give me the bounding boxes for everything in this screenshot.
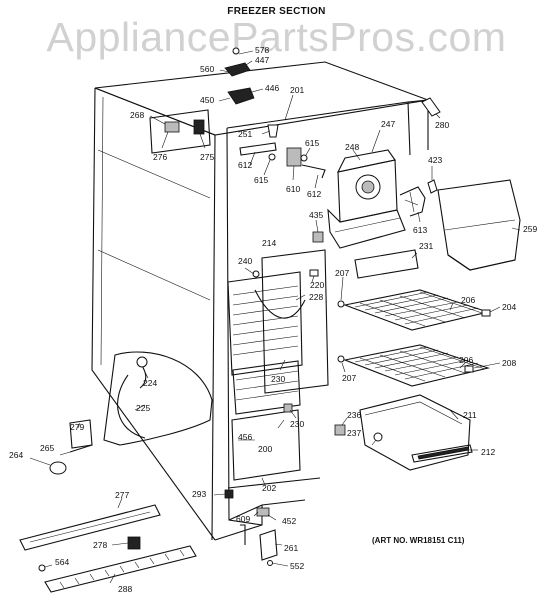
part-label-204: 204	[502, 302, 516, 312]
leveling-parts	[29, 419, 93, 475]
part-label-264: 264	[9, 450, 23, 460]
part-label-207a: 207	[335, 268, 349, 278]
part-label-202: 202	[262, 483, 276, 493]
cabinet-shell	[91, 61, 431, 541]
part-label-224: 224	[143, 378, 157, 388]
part-label-206a: 206	[461, 295, 475, 305]
shelf-lower	[337, 344, 501, 387]
part-label-279: 279	[70, 422, 84, 432]
duct-assembly	[312, 219, 419, 279]
part-label-261: 261	[284, 543, 298, 553]
part-label-277: 277	[115, 490, 129, 500]
lower-frame	[213, 403, 321, 499]
part-label-450: 450	[200, 95, 214, 105]
part-label-456: 456	[238, 432, 252, 442]
evaporator-coil	[227, 249, 329, 415]
part-label-293: 293	[192, 489, 206, 499]
part-label-251: 251	[238, 129, 252, 139]
base-rail	[19, 497, 161, 572]
top-hinge-assembly	[218, 47, 264, 105]
part-label-248: 248	[345, 142, 359, 152]
shelf-upper	[337, 289, 501, 331]
part-label-208: 208	[502, 358, 516, 368]
fan-motor-bracket	[327, 129, 438, 249]
part-label-240: 240	[238, 256, 252, 266]
drain-heater-and-pan	[103, 351, 213, 446]
part-label-609: 609	[236, 514, 250, 524]
evaporator-cover	[437, 179, 521, 271]
part-label-230a: 230	[271, 374, 285, 384]
ice-bucket	[359, 394, 478, 471]
part-label-446: 446	[265, 83, 279, 93]
bracket-236	[334, 417, 348, 436]
part-label-560: 560	[200, 64, 214, 74]
part-label-280: 280	[435, 120, 449, 130]
part-label-231: 231	[419, 241, 433, 251]
watermark-text: AppliancePartsPros.com	[46, 14, 507, 60]
part-label-247: 247	[381, 119, 395, 129]
part-label-613: 613	[413, 225, 427, 235]
part-label-200: 200	[258, 444, 272, 454]
part-label-564: 564	[55, 557, 69, 567]
part-label-447: 447	[255, 55, 269, 65]
part-label-230b: 230	[290, 419, 304, 429]
part-label-201: 201	[290, 85, 304, 95]
part-label-259: 259	[523, 224, 537, 234]
kick-grille	[44, 545, 197, 593]
part-label-236: 236	[347, 410, 361, 420]
control-bracket	[149, 109, 211, 154]
part-label-452: 452	[282, 516, 296, 526]
part-label-612b: 612	[307, 189, 321, 199]
part-label-212: 212	[481, 447, 495, 457]
part-label-206b: 206	[459, 355, 473, 365]
part-label-615b: 615	[254, 175, 268, 185]
part-label-552: 552	[290, 561, 304, 571]
part-label-214: 214	[262, 238, 276, 248]
art-number: (ART NO. WR18151 C11)	[372, 536, 465, 545]
bottom-hinge	[240, 507, 289, 567]
part-label-275: 275	[200, 152, 214, 162]
upper-components	[239, 124, 326, 189]
part-label-228: 228	[309, 292, 323, 302]
part-label-268: 268	[130, 110, 144, 120]
part-label-288: 288	[118, 584, 132, 594]
part-label-615a: 615	[305, 138, 319, 148]
part-label-265: 265	[40, 443, 54, 453]
part-label-610: 610	[286, 184, 300, 194]
section-title: FREEZER SECTION	[227, 6, 326, 17]
part-label-237: 237	[347, 428, 361, 438]
part-label-612a: 612	[238, 160, 252, 170]
part-label-225: 225	[136, 403, 150, 413]
part-label-278: 278	[93, 540, 107, 550]
part-label-211: 211	[463, 410, 477, 420]
part-280	[421, 97, 441, 119]
part-label-207b: 207	[342, 373, 356, 383]
part-label-435: 435	[309, 210, 323, 220]
part-label-578: 578	[255, 45, 269, 55]
part-label-423: 423	[428, 155, 442, 165]
part-label-220: 220	[310, 280, 324, 290]
part-label-276: 276	[153, 152, 167, 162]
